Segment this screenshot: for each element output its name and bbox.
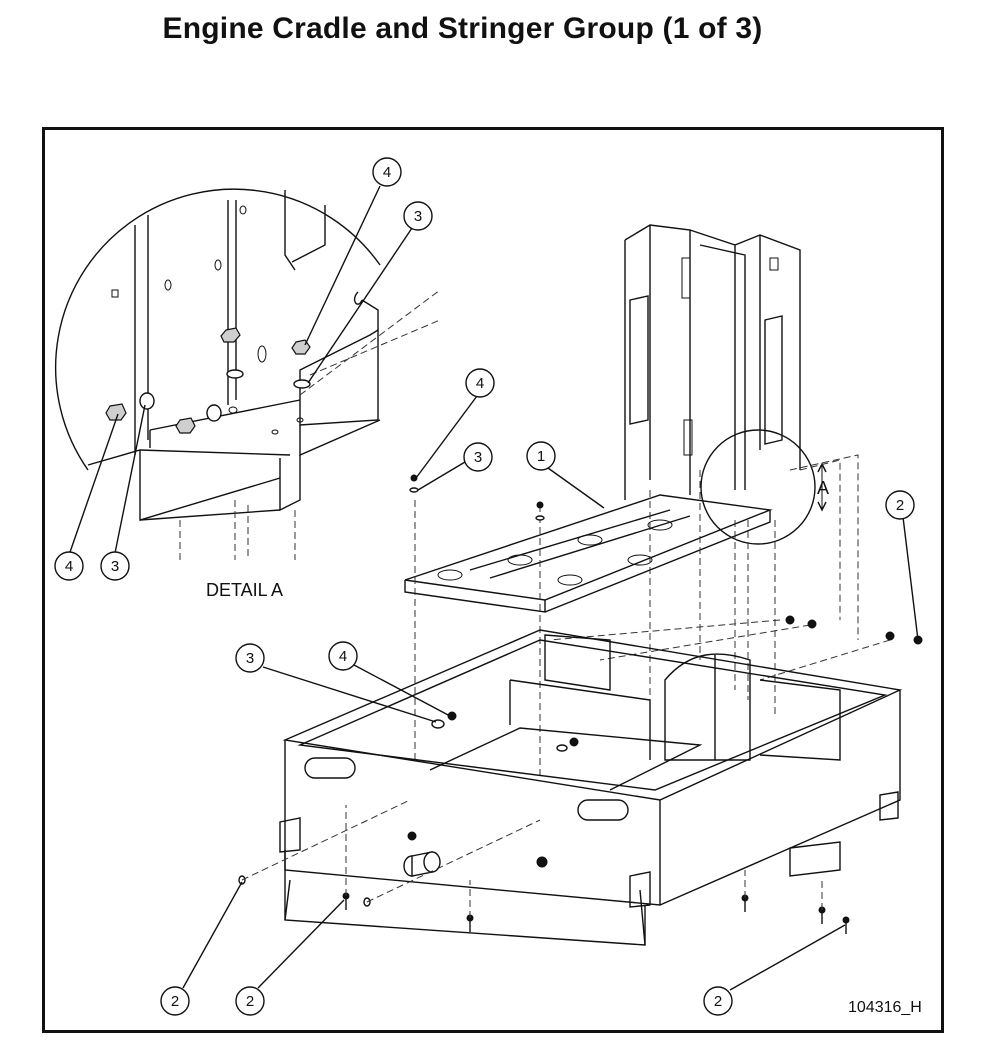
callout-4-nut: 4	[372, 157, 402, 187]
svg-text:3: 3	[246, 650, 254, 667]
detail-a-label: DETAIL A	[206, 580, 283, 600]
svg-text:3: 3	[111, 558, 119, 575]
callout-3-washer: 3	[100, 551, 130, 581]
callout-2-screw: 2	[160, 986, 190, 1016]
svg-text:2: 2	[246, 993, 254, 1010]
page-title: Engine Cradle and Stringer Group (1 of 3…	[162, 12, 763, 45]
callout-4-nut: 4	[328, 641, 358, 671]
stringer-frame	[279, 629, 903, 946]
svg-text:2: 2	[171, 993, 179, 1010]
svg-text:2: 2	[896, 497, 904, 514]
svg-text:1: 1	[537, 448, 545, 465]
callout-3-washer: 3	[403, 201, 433, 231]
callout-3-washer: 3	[235, 643, 265, 673]
engine-cradle	[404, 224, 801, 613]
detail-a-marker: A	[817, 478, 829, 498]
detail-a-circle	[700, 429, 816, 545]
svg-text:3: 3	[474, 449, 482, 466]
callout-1-cradle: 1	[526, 441, 556, 471]
svg-text:2: 2	[714, 993, 722, 1010]
drawing-frame	[42, 127, 944, 1033]
callout-2-screw: 2	[885, 490, 915, 520]
callout-2-screw: 2	[703, 986, 733, 1016]
callout-4-nut: 4	[54, 551, 84, 581]
callout-4-nut: 4	[465, 368, 495, 398]
svg-text:3: 3	[414, 208, 422, 225]
svg-text:4: 4	[383, 164, 391, 181]
drawing-number: 104316_H	[848, 999, 922, 1016]
callout-3-washer: 3	[463, 442, 493, 472]
svg-text:4: 4	[65, 558, 73, 575]
svg-text:4: 4	[339, 648, 347, 665]
callout-2-screw: 2	[235, 986, 265, 1016]
stringer-hardware	[238, 474, 923, 934]
detail-a-view	[54, 188, 441, 560]
svg-text:4: 4	[476, 375, 484, 392]
leader-lines	[68, 185, 919, 991]
